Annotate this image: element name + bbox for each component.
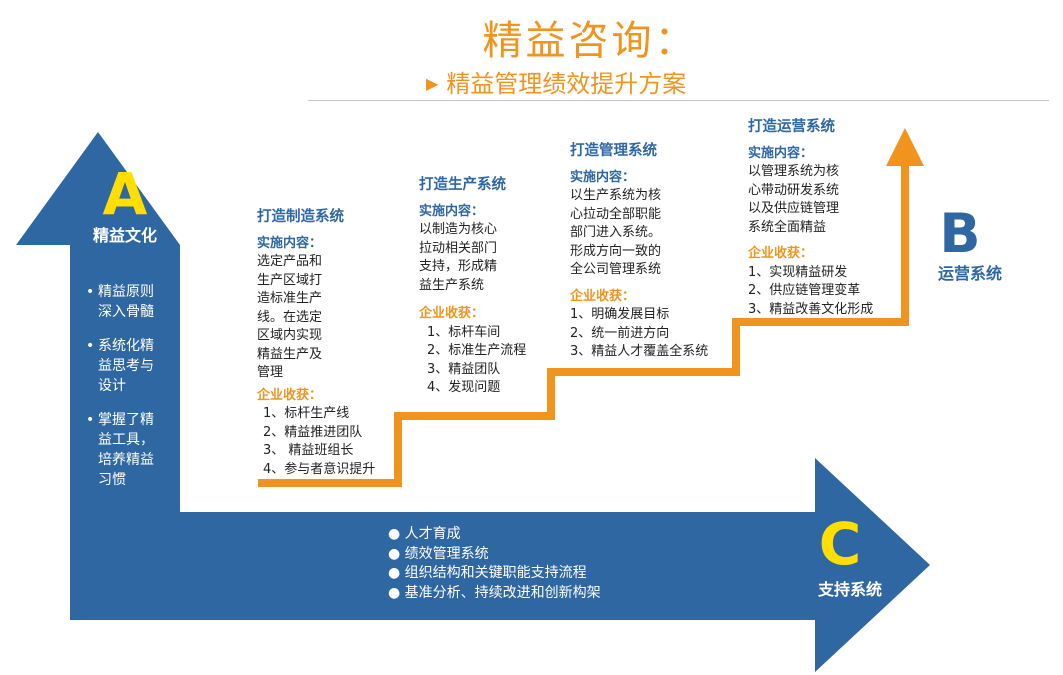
stage-operations-panel: 打造运营系统 实施内容： 以管理系统为核 心带动研发系统 以及供应链管理 系统全…	[748, 118, 873, 319]
pillar-c-item: ● 组织结构和关键职能支持流程	[388, 565, 587, 581]
gain-line: 4、发现问题	[427, 380, 501, 395]
page-subtitle: ▶ 精益管理绩效提升方案	[426, 64, 686, 99]
gain-line: 2、供应链管理变革	[748, 283, 861, 298]
bullet-icon: •	[86, 412, 95, 428]
content-line: 形成方向一致的	[570, 243, 662, 259]
content-label: 实施内容：	[570, 169, 636, 185]
content-line: 区域内实现	[257, 328, 323, 343]
stage-title: 打造制造系统	[257, 209, 344, 225]
gain-line: 2、统一前进方向	[570, 325, 670, 341]
pillar-a-item: • 精益原则 深入骨髓	[86, 282, 174, 322]
content-line: 线。在选定	[257, 309, 323, 325]
pillar-c-list: ● 人才育成 ● 绩效管理系统 ● 组织结构和关键职能支持流程 ● 基准分析、持…	[388, 525, 601, 603]
gain-line: 1、实现精益研发	[748, 264, 848, 280]
gain-line: 1、明确发展目标	[570, 307, 670, 322]
gain-line: 3、 精益班组长	[263, 443, 354, 458]
pillar-c-item: ● 绩效管理系统	[388, 545, 489, 562]
pillar-a-letter: A	[102, 160, 148, 228]
gain-line: 3、精益团队	[427, 361, 501, 377]
stage-manufacturing-panel: 打造制造系统 实施内容： 选定产品和 生产区域打 造标准生产 线。在选定 区域内…	[257, 208, 375, 479]
gain-label: 企业收获：	[748, 246, 814, 261]
content-line: 支持，形成精	[419, 259, 498, 274]
content-line: 以生产系统为核	[570, 188, 662, 203]
content-line: 管理	[257, 365, 284, 380]
gain-label: 企业收获：	[419, 306, 485, 321]
content-label: 实施内容：	[748, 145, 814, 161]
item-line: 掌握了精	[98, 412, 154, 428]
gain-line: 3、精益人才覆盖全系统	[570, 344, 709, 359]
item-line: 深入骨髓	[98, 304, 154, 320]
item-line: 培养精益	[98, 452, 154, 468]
content-line: 以及供应链管理	[748, 201, 840, 216]
bullet-icon: •	[86, 284, 95, 300]
content-line: 选定产品和	[257, 254, 323, 269]
content-label: 实施内容：	[257, 235, 323, 251]
pillar-a-label: 精益文化	[92, 226, 157, 245]
gain-line: 2、标准生产流程	[427, 343, 527, 358]
content-line: 造标准生产	[257, 291, 323, 306]
arrow-a-c-shape	[16, 132, 930, 672]
pillar-c-item: ● 人才育成	[388, 526, 461, 542]
pillar-c-letter: C	[818, 510, 862, 578]
stage-production-panel: 打造生产系统 实施内容： 以制造为核心 拉动相关部门 支持，形成精 益生产系统 …	[419, 176, 526, 398]
content-line: 以管理系统为核	[748, 164, 840, 179]
item-line: 益工具，	[98, 432, 154, 448]
stage-title: 打造生产系统	[419, 177, 506, 193]
stage-title: 打造运营系统	[748, 119, 835, 135]
stage-management-panel: 打造管理系统 实施内容： 以生产系统为核 心拉动全部职能 部门进入系统。 形成方…	[570, 142, 708, 362]
content-line: 以制造为核心	[419, 222, 498, 237]
item-line: 系统化精	[98, 338, 154, 354]
pillar-c-item: ● 基准分析、持续改进和创新构架	[388, 584, 601, 601]
content-line: 拉动相关部门	[419, 240, 498, 256]
gain-line: 2、精益推进团队	[263, 424, 363, 440]
gain-label: 企业收获：	[570, 288, 636, 304]
item-line: 益思考与	[98, 358, 154, 374]
pillar-a-item: • 掌握了精 益工具， 培养精益 习惯	[86, 410, 174, 490]
subtitle-text: 精益管理绩效提升方案	[446, 70, 687, 98]
stage-title: 打造管理系统	[570, 143, 657, 159]
content-line: 系统全面精益	[748, 219, 827, 235]
staircase-arrowhead	[886, 128, 924, 166]
content-label: 实施内容：	[419, 203, 485, 219]
gain-line: 1、标杆生产线	[263, 406, 350, 421]
pillar-a-item: • 系统化精 益思考与 设计	[86, 336, 174, 396]
pillar-a-list: • 精益原则 深入骨髓 • 系统化精 益思考与 设计 • 掌握了精 益工具， 培…	[86, 282, 174, 504]
gain-label: 企业收获：	[257, 387, 323, 403]
gain-line: 1、标杆车间	[427, 324, 501, 340]
item-line: 习惯	[98, 472, 126, 488]
page-title: 精益咨询：	[482, 18, 698, 64]
content-line: 心拉动全部职能	[570, 206, 662, 222]
content-line: 生产区域打	[257, 272, 323, 288]
item-line: 精益原则	[98, 284, 154, 300]
gain-line: 4、参与者意识提升	[263, 461, 376, 477]
gain-line: 3、精益改善文化形成	[748, 301, 874, 317]
content-line: 心带动研发系统	[748, 182, 840, 198]
content-line: 全公司管理系统	[570, 262, 662, 277]
pillar-c-label: 支持系统	[817, 580, 882, 599]
bullet-icon: •	[86, 338, 95, 354]
subtitle-marker-icon: ▶	[426, 74, 439, 93]
staircase-line	[258, 152, 909, 487]
content-line: 精益生产及	[257, 346, 323, 362]
content-line: 益生产系统	[419, 277, 485, 293]
header-divider	[308, 100, 1049, 101]
item-line: 设计	[98, 378, 126, 394]
pillar-b-letter: B	[939, 202, 981, 265]
content-line: 部门进入系统。	[570, 225, 662, 240]
pillar-b-label: 运营系统	[937, 264, 1002, 283]
